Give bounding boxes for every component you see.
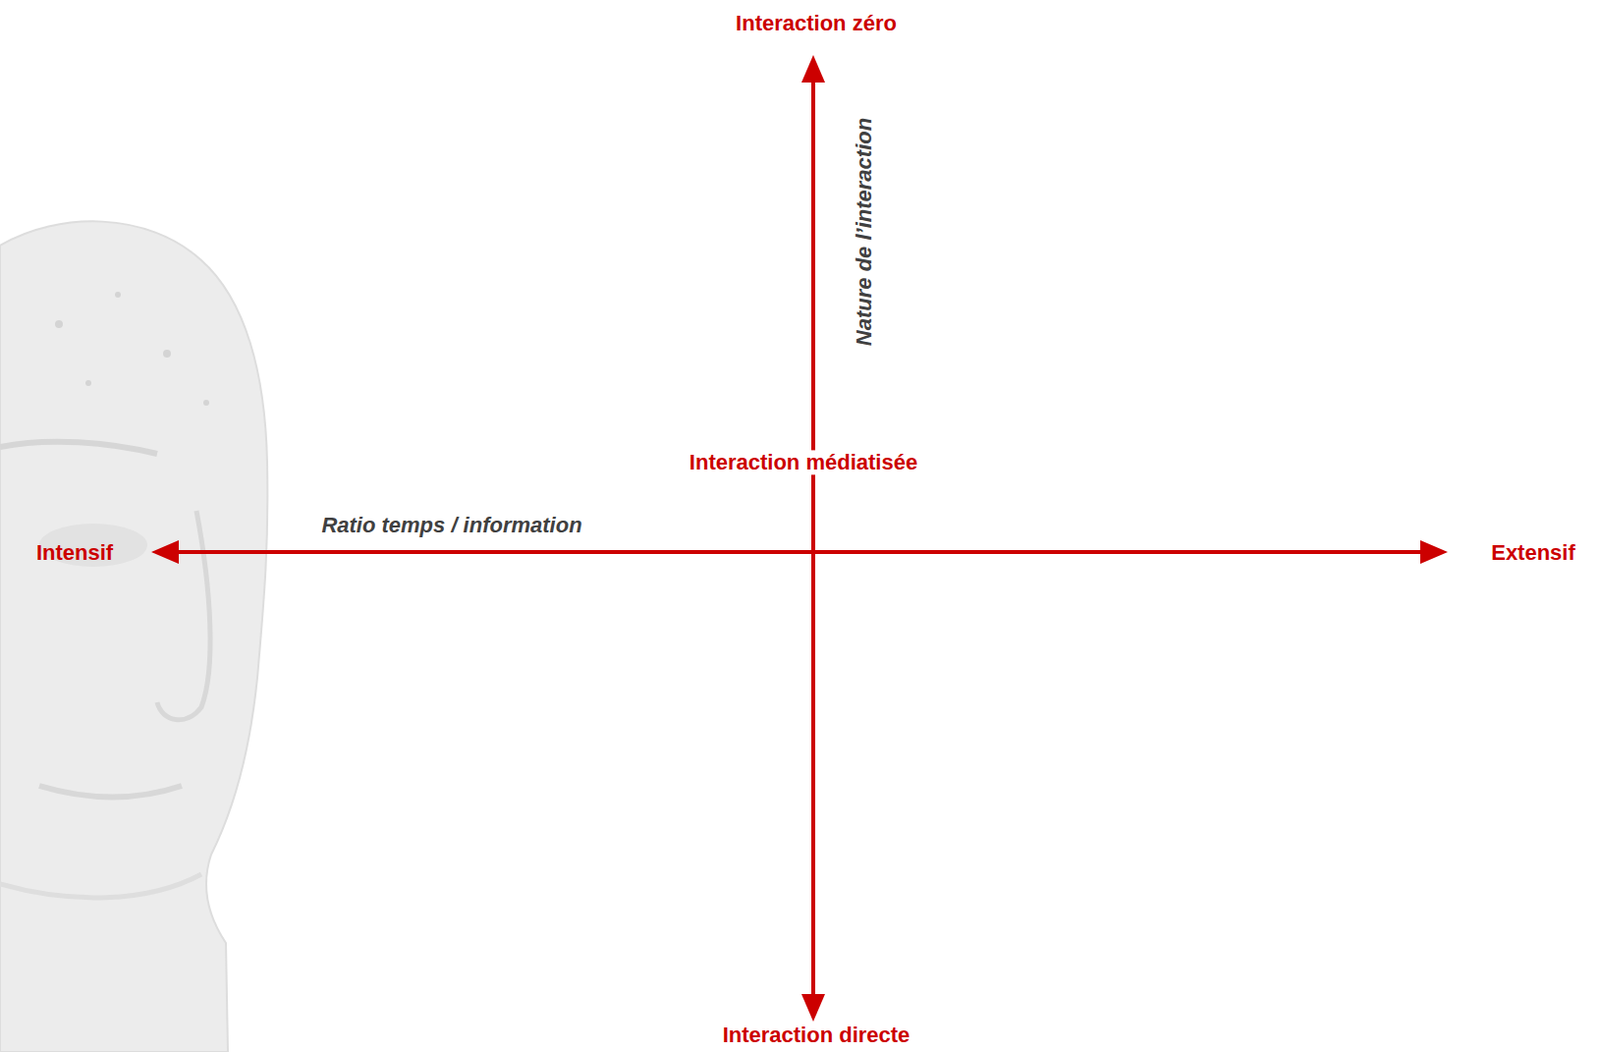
horizontal-axis <box>176 550 1422 554</box>
arrow-head <box>1420 540 1448 564</box>
texture-dot <box>163 349 171 358</box>
axis-end-label: Interaction directe <box>722 1023 911 1049</box>
nose <box>157 510 211 720</box>
axis-title: Ratio temps / information <box>321 512 582 538</box>
brow-line <box>0 441 158 454</box>
texture-dot <box>114 291 121 298</box>
chin <box>0 874 202 898</box>
arrow-head <box>801 993 826 1022</box>
texture-dot <box>85 380 92 387</box>
texture-dot <box>55 320 63 329</box>
vertical-axis <box>811 80 816 996</box>
texture-dot <box>203 399 210 406</box>
statue-head <box>0 220 268 1052</box>
axis-end-label: Intensif <box>36 540 113 565</box>
arrow-head <box>151 540 179 564</box>
arrow-head <box>801 55 826 83</box>
axes <box>151 55 1448 1022</box>
axis-title: Nature de l’interaction <box>851 117 877 346</box>
mouth <box>39 785 182 797</box>
axis-mid-label: Interaction médiatisée <box>686 449 921 475</box>
head-silhouette <box>0 220 268 1052</box>
axis-end-label: Interaction zéro <box>735 10 897 36</box>
axis-end-label: Extensif <box>1490 540 1576 565</box>
